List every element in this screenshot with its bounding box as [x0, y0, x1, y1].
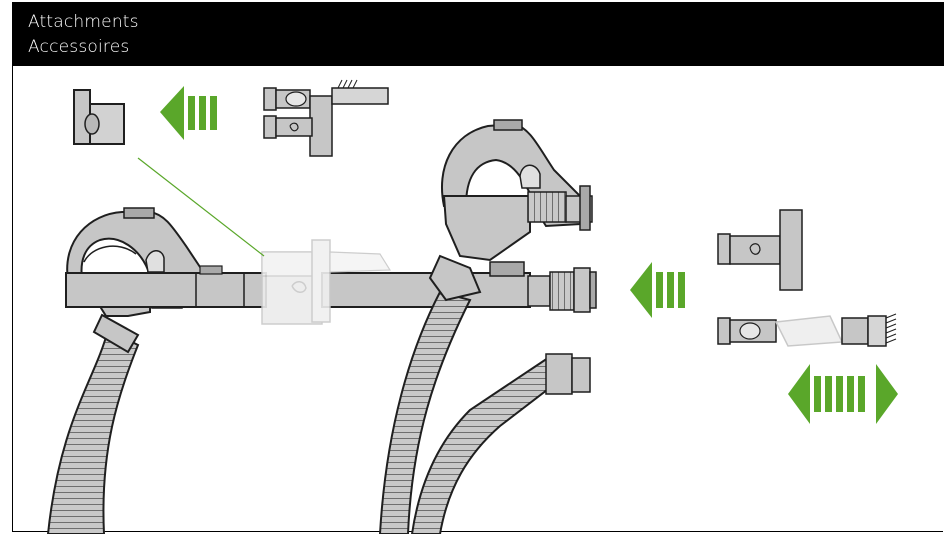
- wand-end-connector: [527, 267, 597, 313]
- leader-line: [137, 157, 265, 257]
- extension-brush-tool: [717, 313, 897, 347]
- left-wand: [65, 265, 531, 308]
- section-header: Attachments Accessoires: [12, 2, 944, 66]
- arrow-left-striped-icon: [630, 262, 685, 318]
- section-title-french: Accessoires: [28, 37, 130, 57]
- ghost-combination-tool: [261, 239, 392, 325]
- illustration-frame: [12, 66, 943, 532]
- middle-handle: [440, 119, 593, 277]
- left-hose: [46, 313, 140, 534]
- arrow-left-striped-icon: [160, 86, 217, 140]
- double-arrow-striped-icon: [788, 364, 898, 424]
- combination-tool-detail: [73, 89, 125, 145]
- middle-hose-detached: [410, 353, 591, 534]
- brush-and-crevice-tool: [263, 79, 389, 157]
- section-title-english: Attachments: [28, 12, 139, 32]
- middle-hose-main: [378, 254, 482, 534]
- stair-tool: [717, 209, 803, 291]
